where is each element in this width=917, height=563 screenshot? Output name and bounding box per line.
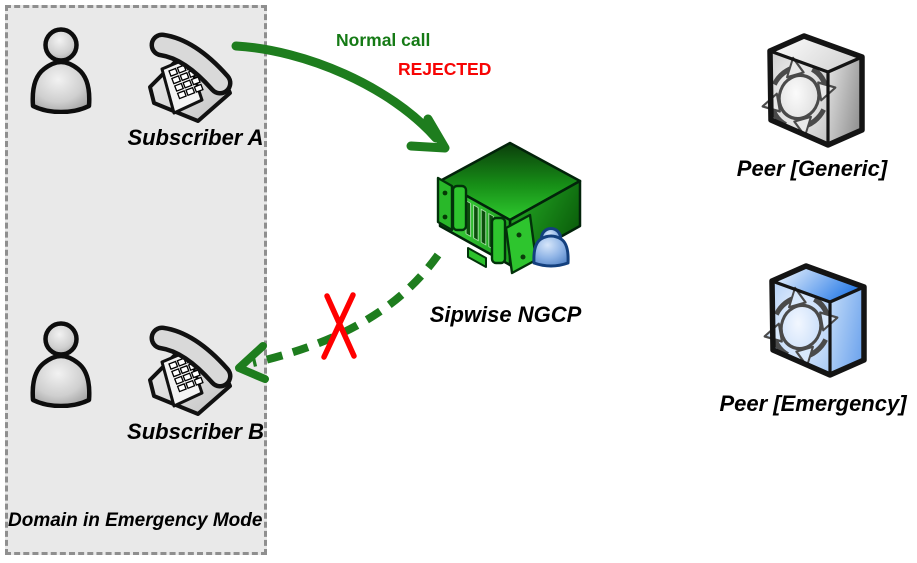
peer-emergency-label: Peer [Emergency] <box>719 391 907 416</box>
phone-handset <box>149 32 233 96</box>
cube-top-face <box>770 36 862 72</box>
cube-outline <box>769 263 867 378</box>
sipwise-ngcp-label: Sipwise NGCP <box>429 302 582 327</box>
peer-generic-label: Peer [Generic] <box>736 156 888 181</box>
peer-generic-cube-icon <box>761 33 865 148</box>
rejected-x-icon <box>321 292 357 360</box>
rejected-annotation: REJECTED <box>398 59 492 79</box>
sipwise-ngcp-server-icon <box>436 141 582 275</box>
subscriber-a-phone-icon <box>148 32 233 123</box>
cube-outline <box>767 33 865 148</box>
server-rack-brackets <box>436 176 538 275</box>
cube-right-face <box>830 287 864 375</box>
subscriber-b-person-icon <box>30 321 92 408</box>
subscriber-b-phone-icon <box>148 325 233 416</box>
phone-keypad <box>168 61 204 100</box>
cube-right-face <box>828 57 862 145</box>
phone-handset <box>149 325 233 389</box>
subscriber-b-label: Subscriber B <box>127 419 264 444</box>
server-user-icon <box>532 227 570 268</box>
subscriber-a-label: Subscriber A <box>127 125 264 150</box>
cube-top-face <box>772 266 864 302</box>
normal-call-annotation: Normal call <box>336 30 431 50</box>
peer-emergency-cube-icon <box>763 263 867 378</box>
rejected-call-dashed-arrow <box>252 252 442 367</box>
emergency-domain-label: Domain in Emergency Mode <box>8 510 263 531</box>
subscriber-a-person-icon <box>30 27 92 114</box>
